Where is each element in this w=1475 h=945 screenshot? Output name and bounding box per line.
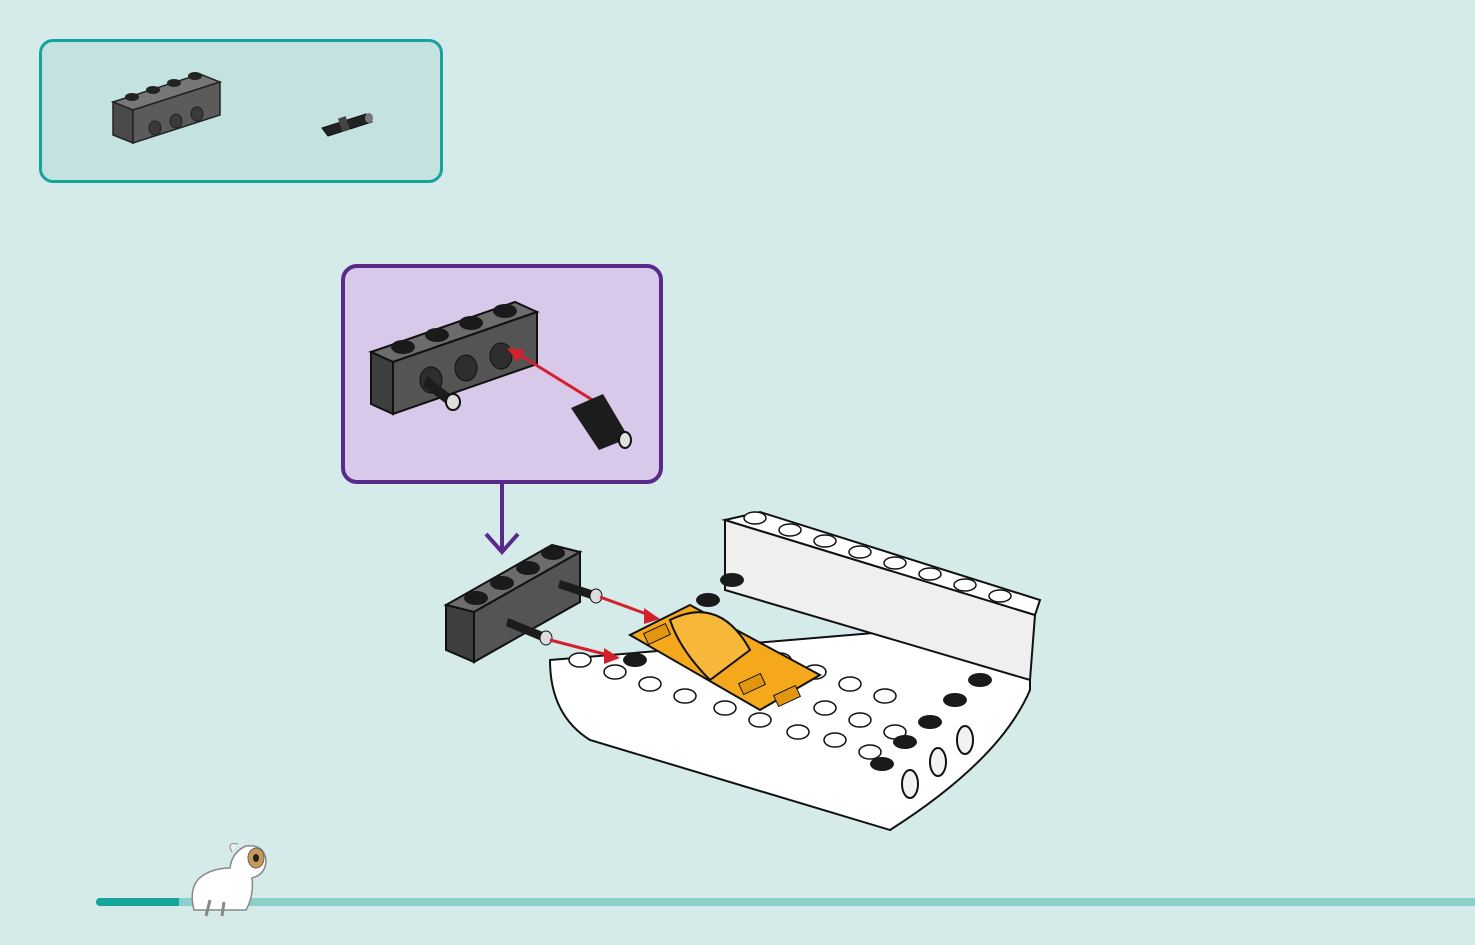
sub-assembly-brick-with-pins-icon xyxy=(365,290,645,460)
progress-fill xyxy=(96,898,179,906)
sub-assembly-callout xyxy=(341,264,663,484)
main-assembly-illustration xyxy=(440,500,1050,840)
parts-list-box xyxy=(39,39,443,183)
technic-brick-1x4-icon xyxy=(108,60,228,146)
technic-pin-icon xyxy=(316,104,380,144)
progress-track xyxy=(96,898,1475,906)
dog-mascot-icon xyxy=(180,838,272,918)
